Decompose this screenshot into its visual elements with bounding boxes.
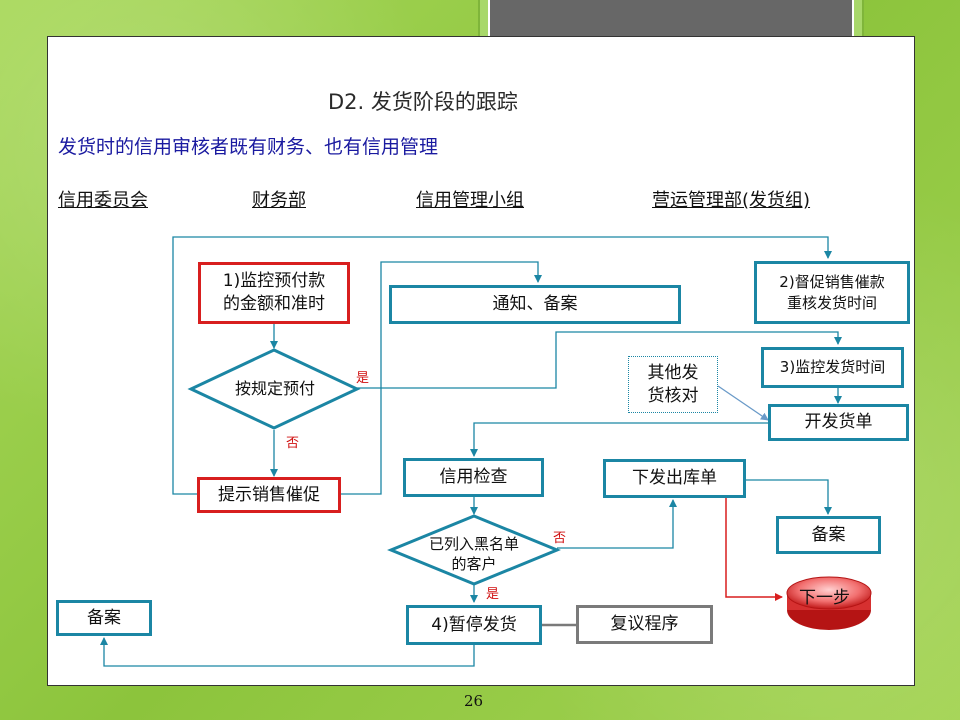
column-header-finance: 财务部 [252, 190, 306, 211]
monitor-ship-time-box: 3)监控发货时间 [761, 347, 904, 388]
prepay-decision-label: 按规定预付 [234, 379, 315, 398]
file-left-box: 备案 [56, 600, 152, 636]
open-invoice-box: 开发货单 [768, 404, 909, 441]
credit-check-box: 信用检查 [403, 458, 544, 497]
issue-outbound-box: 下发出库单 [603, 459, 746, 498]
file-right-box: 备案 [776, 516, 881, 554]
next-step-label: 下一步 [799, 588, 850, 608]
other-shipment-check-box: 其他发 货核对 [628, 356, 718, 413]
blacklist-decision-label: 已列入黑名单 的客户 [428, 535, 519, 574]
urge-sales-box: 2)督促销售催款 重核发货时间 [754, 261, 910, 324]
no-label-prepay: 否 [286, 436, 300, 451]
yes-label-prepay: 是 [356, 371, 370, 386]
notify-file-box: 通知、备案 [389, 285, 681, 324]
slide-subtitle: 发货时的信用审核者既有财务、也有信用管理 [58, 136, 439, 158]
yes-label-blacklist: 是 [486, 587, 500, 602]
slide-title: D2. 发货阶段的跟踪 [328, 90, 518, 114]
page-number: 26 [464, 692, 484, 710]
column-header-credit-committee: 信用委员会 [58, 190, 148, 211]
column-header-operations: 营运管理部(发货组) [652, 190, 811, 211]
review-process-box: 复议程序 [576, 605, 713, 644]
suspend-shipment-box: 4)暂停发货 [406, 605, 542, 645]
no-label-blacklist: 否 [553, 531, 567, 546]
monitor-prepayment-box: 1)监控预付款 的金额和准时 [198, 262, 350, 324]
column-header-credit-team: 信用管理小组 [416, 190, 524, 211]
remind-sales-box: 提示销售催促 [197, 477, 341, 513]
